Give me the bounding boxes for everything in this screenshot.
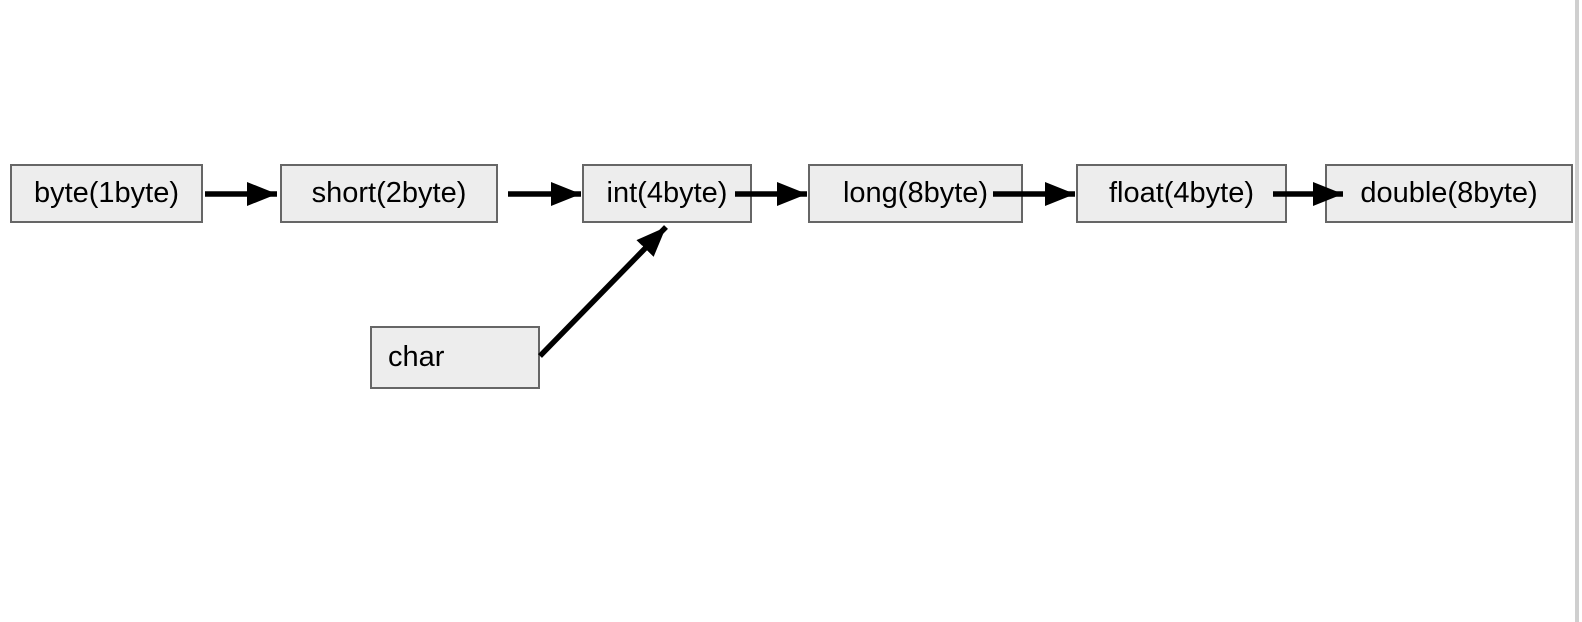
node-double: double(8byte) xyxy=(1325,164,1573,223)
node-byte: byte(1byte) xyxy=(10,164,203,223)
node-short: short(2byte) xyxy=(280,164,498,223)
vertical-border xyxy=(1575,0,1579,622)
node-float: float(4byte) xyxy=(1076,164,1287,223)
node-int: int(4byte) xyxy=(582,164,752,223)
node-char: char xyxy=(370,326,540,389)
arrow-char-to-int xyxy=(538,225,668,358)
node-long: long(8byte) xyxy=(808,164,1023,223)
